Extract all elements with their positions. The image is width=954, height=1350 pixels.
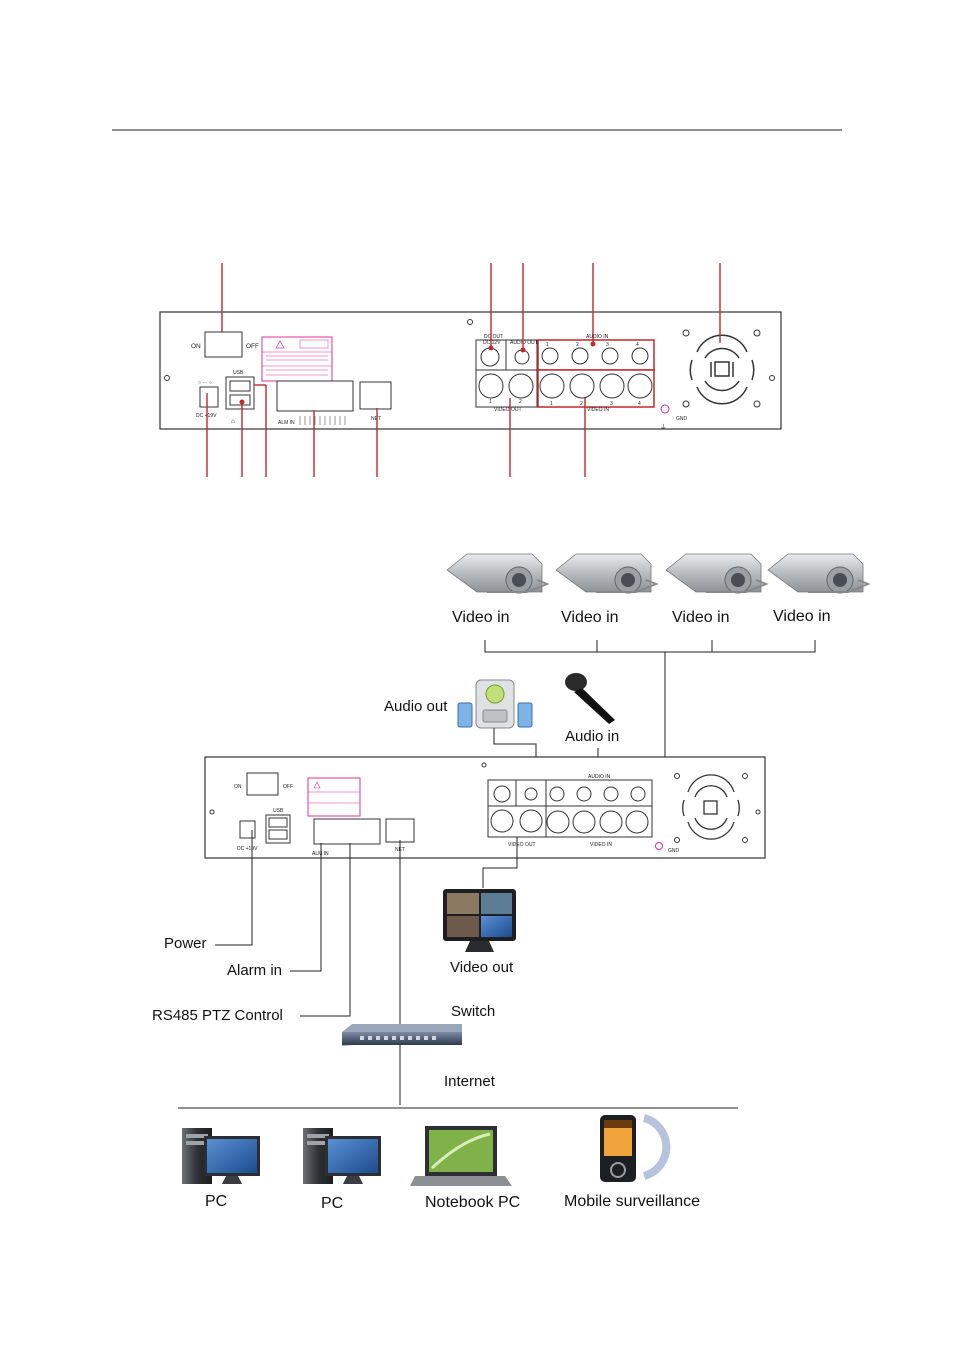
svg-text:3: 3: [606, 342, 609, 348]
rs485-label: RS485 PTZ Control: [152, 1007, 283, 1024]
audio-in-1-jack: [541, 347, 559, 365]
rear-panel-bottom: ON OFF DC +19V USB ALM IN NET VIDEO OUT …: [204, 756, 766, 859]
microphone-icon: [565, 673, 615, 724]
svg-text:DC +19V: DC +19V: [237, 846, 258, 852]
dc-power-jack: [199, 386, 219, 408]
svg-text:⌂: ⌂: [231, 418, 235, 425]
gnd-label: GND: [676, 416, 688, 422]
gnd-terminal: [660, 404, 670, 414]
monitor-icon: [443, 889, 516, 952]
svg-text:1: 1: [489, 399, 492, 405]
switch-icon: [342, 1024, 462, 1046]
video-out-conn-label: Video out: [450, 959, 514, 976]
camera-label-4: Video in: [773, 608, 831, 625]
svg-text:GND: GND: [668, 848, 680, 854]
alarm-in-label: ALM IN: [278, 420, 295, 426]
svg-text:VIDEO OUT: VIDEO OUT: [508, 842, 536, 848]
video-out-1-bnc: [478, 373, 504, 399]
alarm-in-conn-label: Alarm in: [227, 962, 282, 979]
video-out-label: VIDEO OUT: [494, 407, 522, 413]
internet-label: Internet: [444, 1073, 496, 1090]
alarm-terminal-block: [276, 380, 354, 412]
camera-icon: [665, 553, 769, 594]
video-in-3-bnc: [599, 373, 625, 399]
client-label-mobile: Mobile surveillance: [564, 1193, 700, 1210]
camera-icon: [767, 553, 871, 594]
dc-out-jack: [480, 347, 500, 367]
dc-12v-label: DC 12V: [483, 340, 501, 346]
pc-icon: [303, 1128, 381, 1184]
video-in-label: VIDEO IN: [587, 407, 609, 413]
speaker-icon: [457, 679, 533, 729]
audio-in-4-jack: [631, 347, 649, 365]
svg-text:2: 2: [580, 401, 583, 407]
rear-panel-top: ON OFF ○ ··· ○ DC +19V USB ⌂ ALM IN: [159, 311, 782, 431]
audio-in-port-label: AUDIO IN: [586, 334, 609, 340]
svg-text:1: 1: [550, 401, 553, 407]
rear-panel-frame: [159, 311, 782, 430]
camera-label-2: Video in: [561, 609, 619, 626]
svg-text:OFF: OFF: [283, 784, 293, 790]
audio-in-label: Audio in: [565, 728, 619, 745]
camera-label-1: Video in: [452, 609, 510, 626]
warning-label: [261, 336, 333, 382]
audio-in-3-jack: [601, 347, 619, 365]
usb-label: USB: [233, 370, 244, 376]
video-in-4-bnc: [627, 373, 653, 399]
svg-text:○ ··· ○: ○ ··· ○: [198, 380, 212, 386]
svg-text:⏚: ⏚: [660, 423, 667, 431]
svg-text:3: 3: [610, 401, 613, 407]
video-in-2-bnc: [569, 373, 595, 399]
power-label: Power: [164, 935, 207, 952]
video-out-2-bnc: [508, 373, 534, 399]
svg-text:USB: USB: [273, 808, 284, 814]
audio-in-2-jack: [571, 347, 589, 365]
device-wiring: [178, 830, 738, 1109]
camera-label-3: Video in: [672, 609, 730, 626]
video-in-1-bnc: [539, 373, 565, 399]
svg-text:2: 2: [519, 399, 522, 405]
rear-panel-frame: [204, 756, 766, 859]
svg-text:AUDIO IN: AUDIO IN: [588, 774, 611, 780]
camera-icon: [446, 553, 550, 594]
on-label: ON: [191, 343, 201, 350]
off-label: OFF: [246, 343, 259, 350]
power-switch: [204, 331, 243, 358]
dc-out-label: DC OUT: [484, 334, 503, 340]
client-label-notebook: Notebook PC: [425, 1194, 520, 1211]
audio-out-port-label: AUDIO OUT: [510, 340, 538, 346]
svg-text:4: 4: [638, 401, 641, 407]
callout-lines: [206, 263, 721, 477]
camera-icon: [555, 553, 659, 594]
client-label-pc-2: PC: [321, 1195, 343, 1212]
notebook-icon: [410, 1126, 512, 1186]
fan-icon: [682, 774, 740, 840]
svg-text:1: 1: [546, 342, 549, 348]
fan-icon: [689, 334, 755, 405]
svg-text:VIDEO IN: VIDEO IN: [590, 842, 612, 848]
svg-text:ON: ON: [234, 784, 242, 790]
svg-text:4: 4: [636, 342, 639, 348]
mobile-phone-icon: [600, 1114, 671, 1182]
client-label-pc-1: PC: [205, 1193, 227, 1210]
audio-out-label: Audio out: [384, 698, 448, 715]
net-label: NET: [371, 416, 381, 422]
switch-label: Switch: [451, 1003, 495, 1020]
pc-icon: [182, 1128, 260, 1184]
net-port: [359, 381, 392, 410]
svg-text:2: 2: [576, 342, 579, 348]
